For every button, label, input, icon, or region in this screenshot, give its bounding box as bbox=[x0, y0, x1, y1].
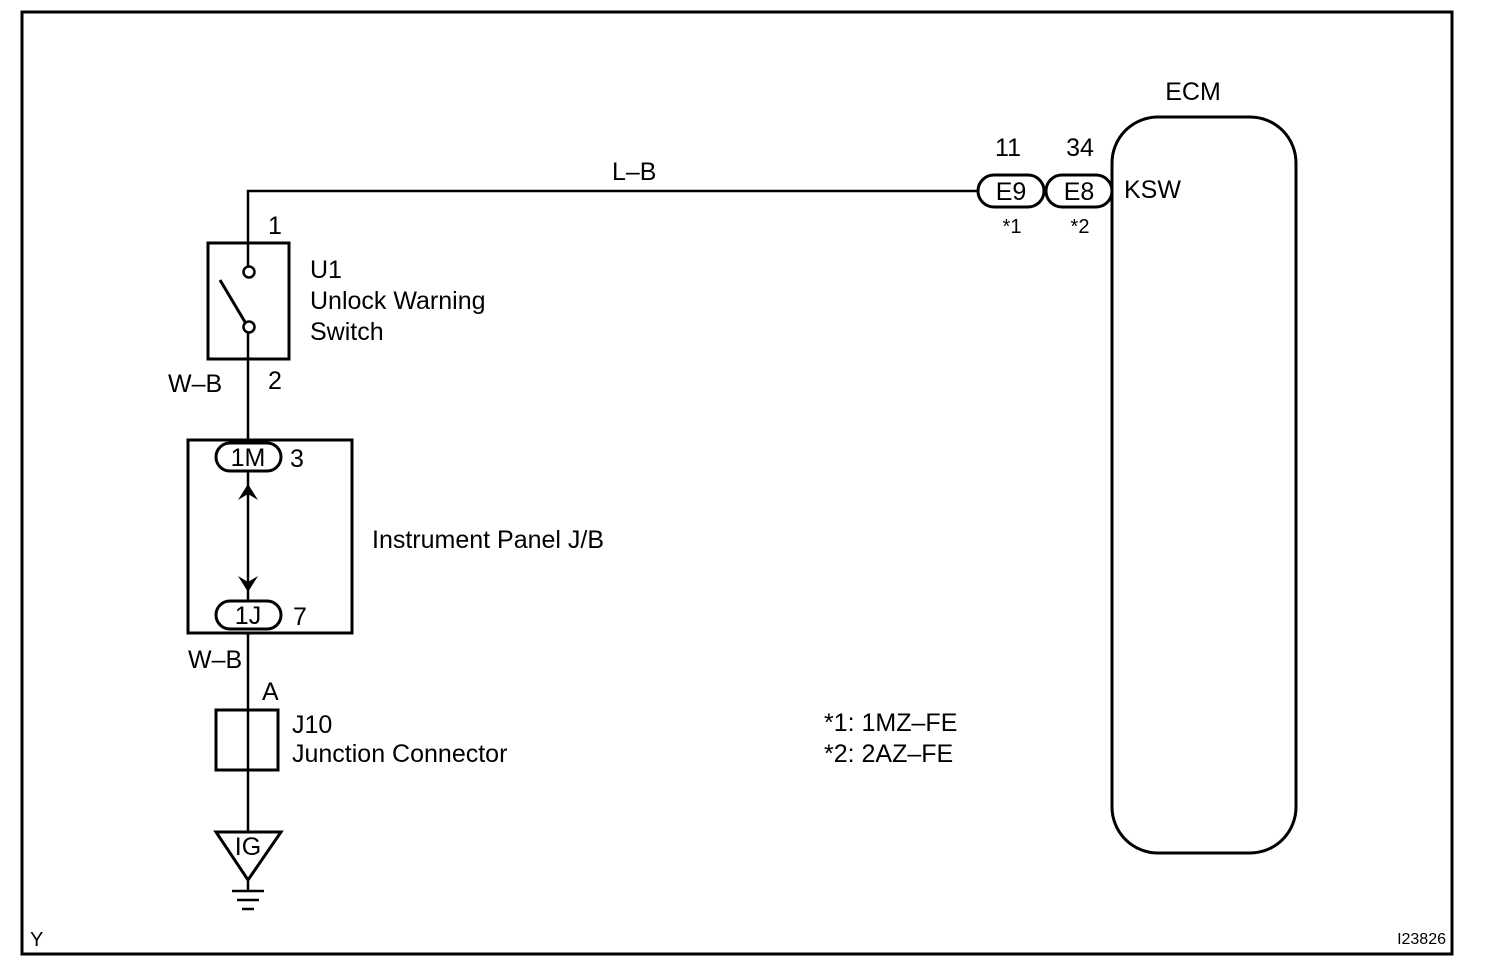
ground-triangle bbox=[213, 830, 284, 883]
switch-code: U1 bbox=[310, 256, 342, 284]
switch-pin-1: 1 bbox=[268, 212, 282, 240]
wire-label-w-b-lower: W–B bbox=[188, 646, 242, 674]
ecm-terminal-ksw: KSW bbox=[1124, 176, 1181, 204]
e8-pin-34: 34 bbox=[1066, 134, 1094, 162]
e8-note: *2 bbox=[1071, 216, 1090, 238]
connector-e9 bbox=[976, 173, 1046, 209]
figure-id: I23826 bbox=[1397, 931, 1446, 948]
connector-1j-label: 1J bbox=[235, 602, 261, 630]
jb-pin-7: 7 bbox=[293, 603, 307, 631]
connector-e8-label: E8 bbox=[1064, 178, 1095, 206]
ecm-box bbox=[1110, 115, 1298, 855]
j10-name: Junction Connector bbox=[292, 740, 507, 768]
switch-contact-bottom bbox=[242, 320, 256, 334]
connector-1m-label: 1M bbox=[231, 444, 266, 472]
wire-label-l-b: L–B bbox=[612, 158, 656, 186]
switch-contact-top bbox=[242, 265, 256, 279]
ground-label: IG bbox=[235, 833, 261, 861]
instrument-panel-jb-box bbox=[186, 438, 354, 635]
jb-pin-3: 3 bbox=[290, 445, 304, 473]
diagram-frame bbox=[20, 10, 1454, 956]
note-line-1: *1: 1MZ–FE bbox=[824, 709, 957, 737]
j10-code: J10 bbox=[292, 711, 332, 739]
switch-lever bbox=[218, 279, 247, 323]
switch-name-line1: Unlock Warning bbox=[310, 287, 486, 315]
jb-name: Instrument Panel J/B bbox=[372, 526, 604, 554]
jb-arrow-up bbox=[238, 484, 258, 500]
switch-name-line2: Switch bbox=[310, 318, 384, 346]
wire-label-w-b-upper: W–B bbox=[168, 370, 222, 398]
j10-pin-a: A bbox=[262, 678, 279, 706]
ecm-title: ECM bbox=[1165, 78, 1221, 106]
connector-e9-label: E9 bbox=[996, 178, 1027, 206]
switch-pin-2: 2 bbox=[268, 367, 282, 395]
e9-pin-11: 11 bbox=[995, 134, 1021, 162]
corner-label: Y bbox=[30, 929, 43, 951]
note-line-2: *2: 2AZ–FE bbox=[824, 740, 953, 768]
wire-l-b bbox=[246, 189, 978, 243]
jb-arrow-down bbox=[238, 576, 258, 592]
e9-note: *1 bbox=[1003, 216, 1022, 238]
connector-1j bbox=[214, 599, 283, 631]
